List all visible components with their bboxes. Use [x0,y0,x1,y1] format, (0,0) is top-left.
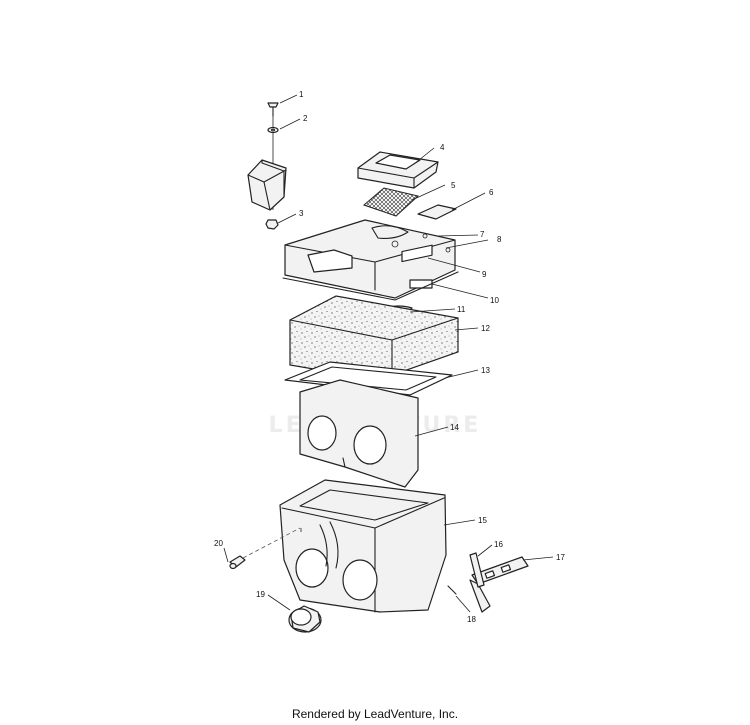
part-15-airbox-base [279,479,447,613]
callout-3: 3 [299,209,304,218]
part-2-washer [267,126,279,134]
part-6-strip [417,204,457,220]
callout-2: 2 [303,114,308,123]
callout-17: 17 [556,553,565,562]
callout-11: 11 [457,305,466,314]
callout-14: 14 [450,423,459,432]
part-17-mount-bracket [469,556,529,613]
callout-20: 20 [214,539,223,548]
bracket-cover [247,159,287,211]
callout-10: 10 [490,296,499,305]
credit-text: Rendered by LeadVenture, Inc. [291,707,459,721]
callout-15: 15 [478,516,487,525]
part-20-drain-valve [229,527,301,570]
callout-19: 19 [256,590,265,599]
callout-9: 9 [482,270,487,279]
part-4-filter-element [357,151,439,189]
callout-8: 8 [497,235,502,244]
callout-12: 12 [481,324,490,333]
callout-5: 5 [451,181,456,190]
callout-18: 18 [467,615,476,624]
callout-labels: 1 2 3 4 5 6 7 8 9 10 11 12 13 14 15 16 1… [214,90,565,624]
callout-7: 7 [480,230,485,239]
callout-16: 16 [494,540,503,549]
leader-lines [223,94,554,613]
callout-4: 4 [440,143,445,152]
part-16-strap [469,552,485,588]
part-5-mesh-screen [363,187,420,217]
callout-13: 13 [481,366,490,375]
callout-6: 6 [489,188,494,197]
part-18-fastener [447,585,457,595]
part-12-foam-filter [289,295,459,381]
airbox-lid [282,219,459,301]
part-14-plate [299,379,419,488]
callout-1: 1 [299,90,304,99]
part-3-nut [265,219,279,230]
part-19-intake-boot [288,605,322,633]
